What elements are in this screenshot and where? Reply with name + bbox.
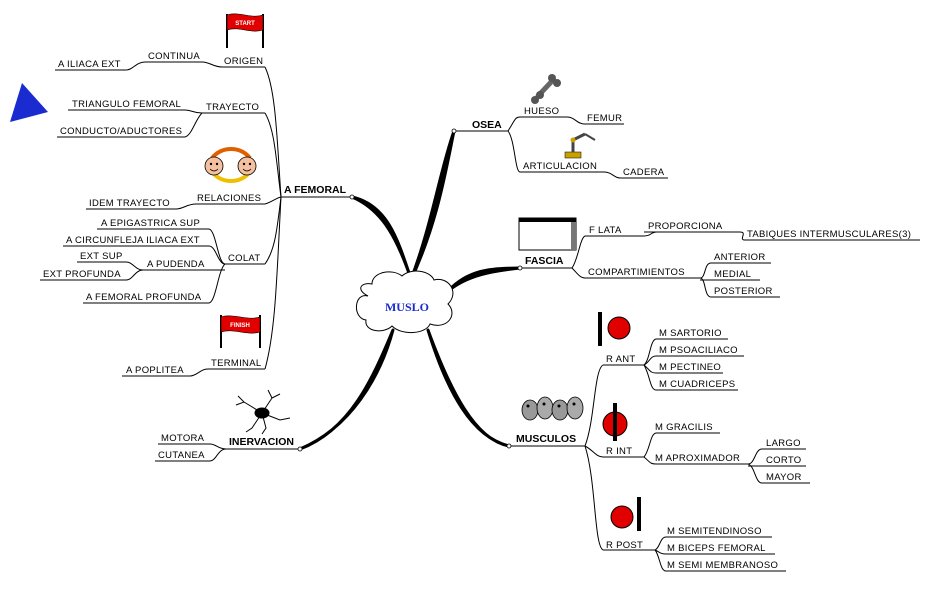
anterior-label[interactable]: ANTERIOR [714, 252, 766, 263]
joint-icon [564, 132, 596, 159]
musculos-title[interactable]: MUSCULOS [516, 433, 576, 445]
colat-label[interactable]: COLAT [228, 253, 260, 264]
tabiques-label[interactable]: TABIQUES INTERMUSCULARES(3) [747, 229, 911, 240]
posterior-label[interactable]: POSTERIOR [714, 286, 773, 297]
main-branch-inervacion [298, 328, 395, 451]
center-title: MUSLO [385, 300, 429, 314]
r-int-label[interactable]: R INT [606, 446, 632, 457]
red-button-icon [610, 497, 641, 531]
start-flag-icon: START [226, 13, 264, 48]
pudenda-label[interactable]: A PUDENDA [147, 259, 205, 270]
compartimientos-label[interactable]: COMPARTIMIENTOS [588, 267, 685, 278]
sartorio-label[interactable]: M SARTORIO [659, 328, 722, 339]
femoral-profunda-label[interactable]: A FEMORAL PROFUNDA [86, 292, 202, 303]
f-lata-label[interactable]: F LATA [589, 225, 622, 236]
blue-triangle-icon [10, 83, 48, 122]
cadera-label[interactable]: CADERA [623, 167, 665, 178]
psoas-label[interactable]: M PSOACILIACO [659, 345, 738, 356]
cuadriceps-label[interactable]: M CUADRICEPS [659, 379, 735, 390]
idem-label[interactable]: IDEM TRAYECTO [89, 198, 170, 209]
aproximador-label[interactable]: M APROXIMADOR [655, 453, 740, 464]
main-branch-musculos [426, 328, 511, 448]
cutanea-label[interactable]: CUTANEA [158, 450, 205, 461]
red-button-icon [598, 312, 631, 346]
fascia-box-icon [518, 217, 577, 251]
red-button-icon [602, 403, 628, 441]
continua-label[interactable]: CONTINUA [148, 51, 200, 62]
biceps-label[interactable]: M BICEPS FEMORAL [667, 543, 766, 554]
inervacion-lines [155, 443, 300, 462]
hueso-label[interactable]: HUESO [524, 106, 559, 117]
conducto-label[interactable]: CONDUCTO/ADUCTORES [60, 126, 182, 137]
femoral-title[interactable]: A FEMORAL [284, 184, 347, 196]
relaciones-label[interactable]: RELACIONES [197, 193, 261, 204]
trayecto-label[interactable]: TRAYECTO [206, 102, 259, 113]
femur-label[interactable]: FEMUR [587, 113, 622, 124]
main-branch-fascia [446, 266, 522, 293]
osea-lines [454, 116, 668, 179]
finish-flag-text: FINISH [230, 323, 250, 329]
femoral-lines [40, 61, 352, 377]
r-ant-label[interactable]: R ANT [606, 354, 635, 365]
muscles-icon [521, 396, 584, 421]
ext-profunda-label[interactable]: EXT PROFUNDA [43, 269, 121, 280]
mayor-label[interactable]: MAYOR [766, 472, 802, 483]
origen-label[interactable]: ORIGEN [224, 56, 263, 67]
semimembranoso-label[interactable]: M SEMI MEMBRANOSO [667, 560, 778, 571]
center-cloud [356, 270, 454, 333]
corto-label[interactable]: CORTO [766, 455, 801, 466]
triangulo-label[interactable]: TRIANGULO FEMORAL [72, 99, 181, 110]
terminal-label[interactable]: TERMINAL [211, 358, 261, 369]
iliaca-ext-label[interactable]: A ILIACA EXT [58, 59, 121, 70]
start-flag-text: START [235, 21, 255, 27]
fascia-title[interactable]: FASCIA [525, 255, 564, 267]
ext-sup-label[interactable]: EXT SUP [80, 251, 123, 262]
connector-dots [297, 128, 523, 452]
gracilis-label[interactable]: M GRACILIS [655, 422, 713, 433]
proporciona-label[interactable]: PROPORCIONA [648, 221, 723, 232]
poplitea-label[interactable]: A POPLITEA [126, 365, 184, 376]
r-post-label[interactable]: R POST [606, 540, 643, 551]
motora-label[interactable]: MOTORA [161, 433, 205, 444]
largo-label[interactable]: LARGO [766, 438, 801, 449]
finish-flag-icon: FINISH [220, 315, 261, 348]
main-branch-femoral [350, 195, 414, 284]
main-branch-osea [408, 129, 456, 284]
osea-title[interactable]: OSEA [472, 119, 502, 131]
center-node[interactable]: MUSLO [356, 270, 454, 333]
nerve-icon [235, 389, 291, 435]
relations-arrows-icon [204, 147, 257, 183]
musculos-lines [509, 338, 810, 572]
semitendinoso-label[interactable]: M SEMITENDINOSO [667, 526, 762, 537]
epigastrica-label[interactable]: A EPIGASTRICA SUP [101, 218, 200, 229]
inervacion-title[interactable]: INERVACION [229, 436, 294, 448]
circunfleja-label[interactable]: A CIRCUNFLEJA ILIACA EXT [66, 235, 200, 246]
fascia-lines [520, 231, 920, 298]
pectineo-label[interactable]: M PECTINEO [659, 362, 721, 373]
bone-icon [531, 74, 561, 104]
medial-label[interactable]: MEDIAL [714, 269, 751, 280]
articulacion-label[interactable]: ARTICULACION [523, 161, 597, 172]
